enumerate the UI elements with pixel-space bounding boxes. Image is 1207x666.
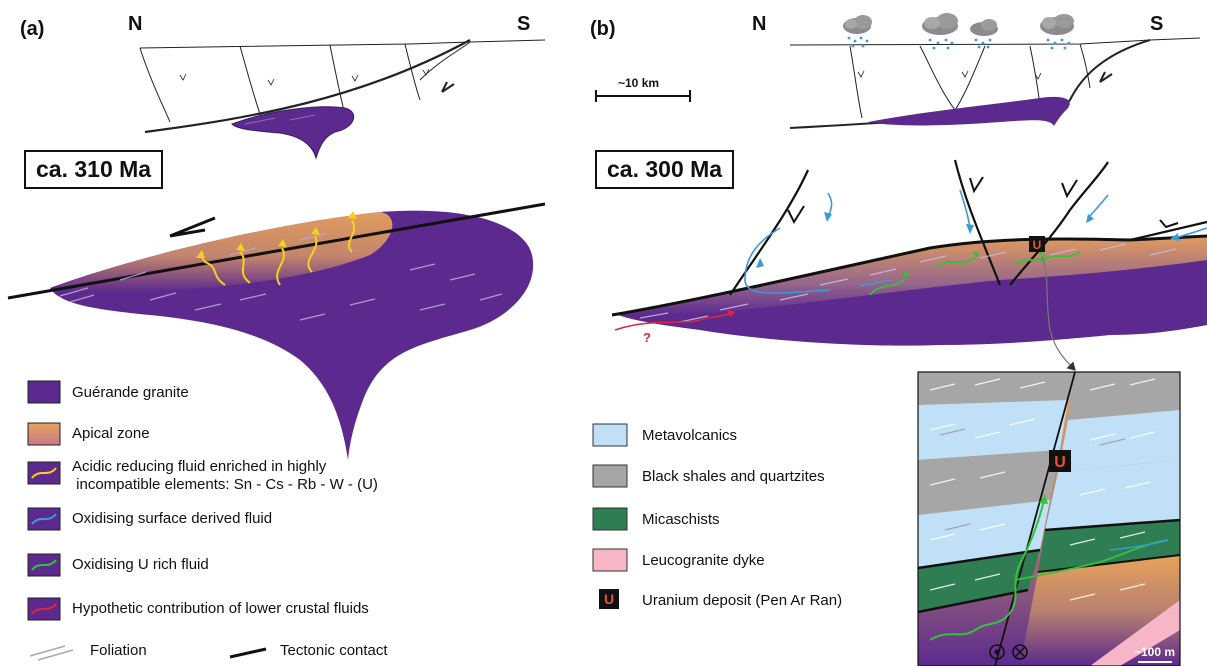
panel-a-age-box: ca. 310 Ma bbox=[24, 150, 164, 189]
legend-u-fluid-label: Oxidising U rich fluid bbox=[72, 556, 209, 573]
panel-b-upper-granite bbox=[868, 96, 1070, 126]
legend-tectonic-label: Tectonic contact bbox=[280, 642, 388, 659]
legend-granite-label: Guérande granite bbox=[72, 384, 189, 401]
rain-cloud-icon bbox=[843, 13, 1074, 50]
legend-a-swatches bbox=[27, 380, 267, 661]
legend-acidic-fluid-label: Acidic reducing fluid enriched in highly… bbox=[72, 458, 378, 493]
panel-a-apical-zone bbox=[55, 212, 393, 292]
unknown-source-marker: ? bbox=[643, 330, 651, 345]
panel-b-north-label: N bbox=[752, 13, 767, 35]
panel-a-label: (a) bbox=[20, 18, 45, 40]
legend-uranium-marker-letter: U bbox=[604, 591, 614, 607]
panel-a-main-section bbox=[7, 202, 546, 460]
scale-bar-label: ~10 km bbox=[618, 76, 660, 90]
movement-direction-icon bbox=[989, 644, 1028, 660]
inset-detail-block: U ~100 m bbox=[917, 371, 1181, 666]
legend-black-shales-label: Black shales and quartzites bbox=[642, 468, 825, 485]
panel-b-age-box: ca. 300 Ma bbox=[595, 150, 735, 189]
inset-uranium-marker bbox=[1049, 450, 1071, 472]
panel-a-south-label: S bbox=[517, 13, 531, 35]
panel-b-label: (b) bbox=[590, 18, 616, 40]
scale-bar bbox=[595, 90, 691, 102]
panel-a-tectonic-contact bbox=[7, 202, 546, 300]
panel-b-south-label: S bbox=[1150, 13, 1164, 35]
panel-b-uranium-marker bbox=[1029, 236, 1045, 252]
legend-uranium-deposit-label: Uranium deposit (Pen Ar Ran) bbox=[642, 592, 843, 609]
legend-b-swatches: U bbox=[592, 423, 628, 609]
legend-surface-fluid-label: Oxidising surface derived fluid bbox=[72, 510, 273, 527]
inset-scale-label: ~100 m bbox=[1134, 645, 1175, 659]
legend-metavolcanics-label: Metavolcanics bbox=[642, 427, 738, 444]
panel-a-north-label: N bbox=[128, 13, 143, 35]
legend-micaschists-label: Micaschists bbox=[642, 511, 720, 528]
legend-foliation-label: Foliation bbox=[90, 642, 147, 659]
legend-leucogranite-label: Leucogranite dyke bbox=[642, 552, 765, 569]
panel-a-upper-granite bbox=[231, 106, 355, 160]
panel-b-main-section bbox=[611, 159, 1207, 371]
legend-apical-label: Apical zone bbox=[72, 425, 150, 442]
legend-crustal-fluid-label: Hypothetic contribution of lower crustal… bbox=[72, 600, 369, 617]
panel-b-uranium-marker-letter: U bbox=[1033, 238, 1042, 252]
inset-uranium-marker-letter: U bbox=[1054, 454, 1066, 471]
